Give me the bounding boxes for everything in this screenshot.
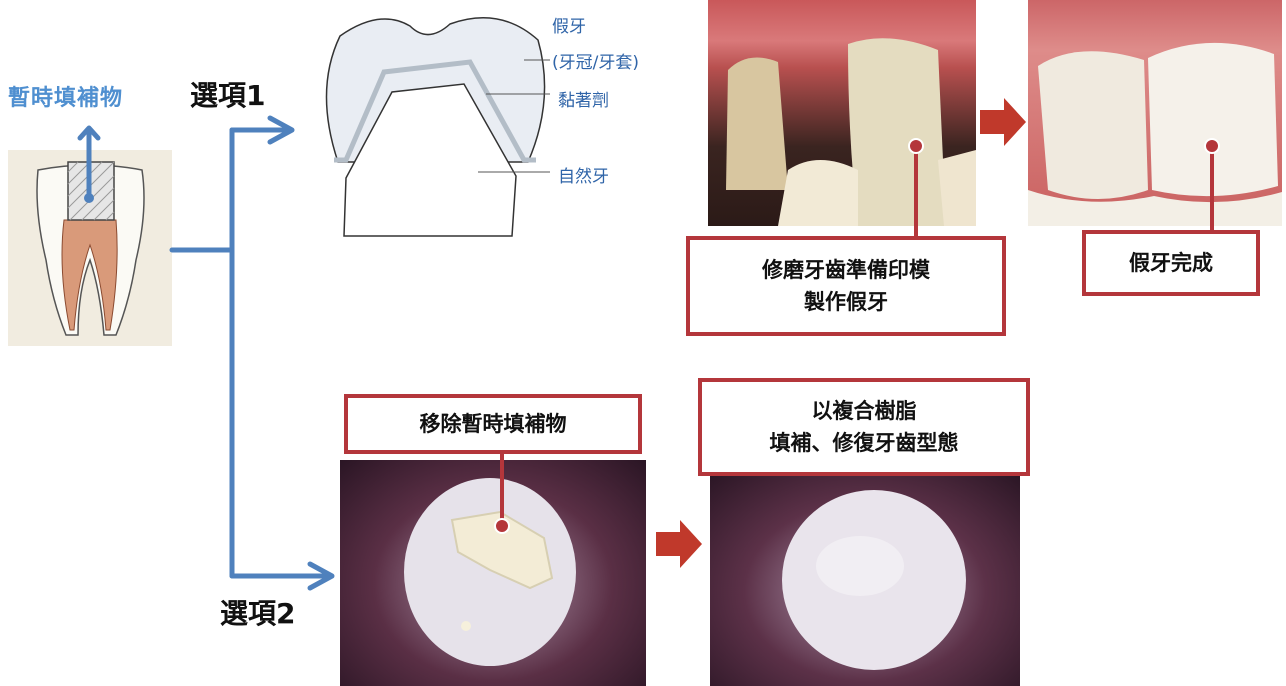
remove-filling-box: 移除暫時填補物: [344, 394, 642, 454]
resin-line2: 填補、修復牙齒型態: [702, 427, 1026, 459]
resin-line1: 以複合樹脂: [702, 395, 1026, 427]
resin-restore-box: 以複合樹脂 填補、修復牙齒型態: [698, 378, 1030, 476]
resin-restoration-drawing: [710, 476, 1020, 686]
resin-restoration-photo: [710, 476, 1020, 686]
remove-filling-text: 移除暫時填補物: [348, 408, 638, 440]
